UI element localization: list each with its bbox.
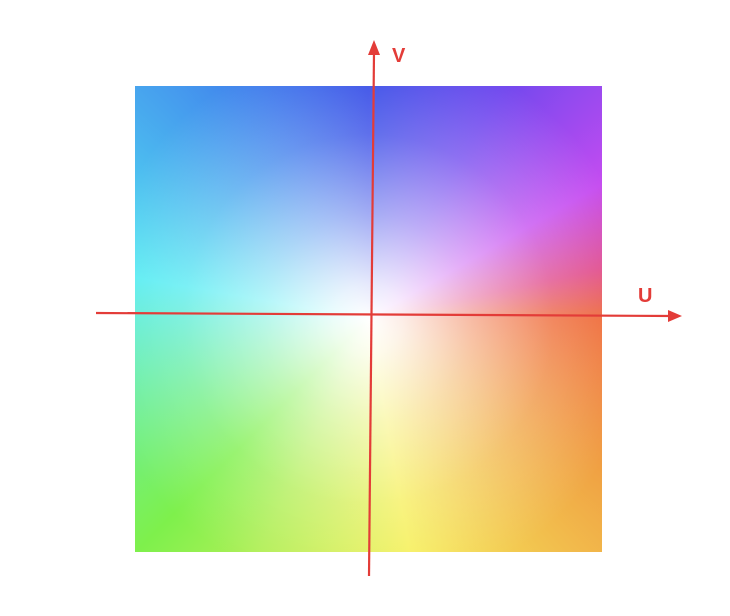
white-center-gradient: [135, 86, 602, 552]
v-axis-label: V: [392, 45, 406, 67]
u-axis-label: U: [638, 285, 653, 307]
u-axis-line: [95, 311, 673, 318]
v-axis-line: [367, 51, 376, 577]
v-axis-arrow-icon: [368, 40, 380, 55]
u-axis-arrow-icon: [668, 310, 682, 322]
uv-color-plane: [135, 86, 602, 552]
